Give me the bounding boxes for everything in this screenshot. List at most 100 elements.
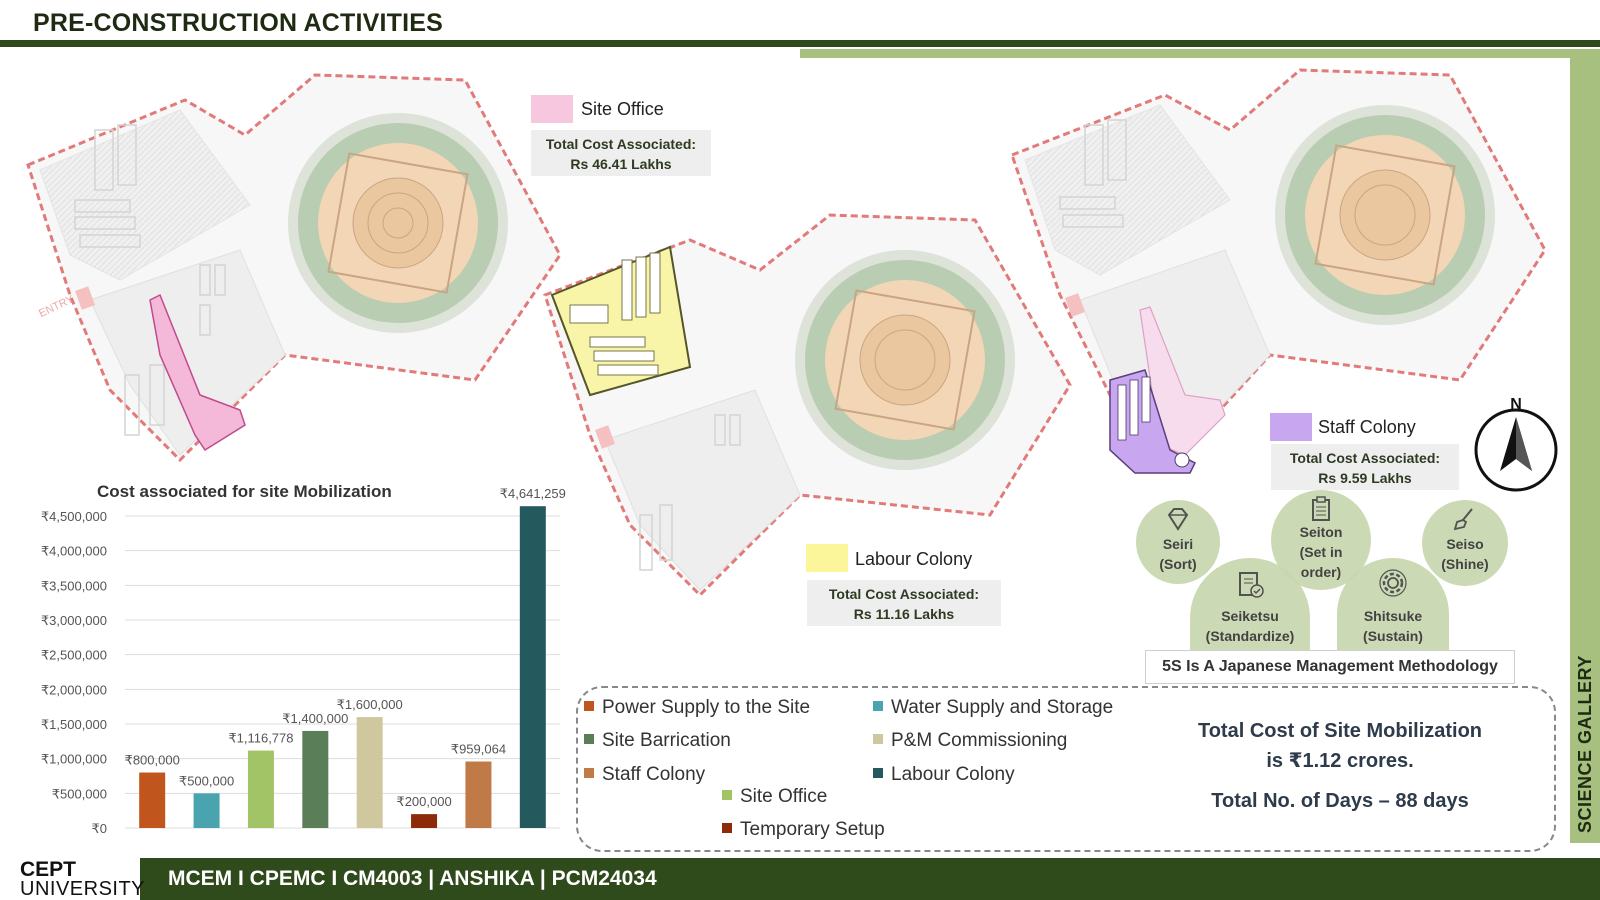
site-plan-drawings: ENTRY xyxy=(26,68,1547,598)
y-tick-label: ₹2,500,000 xyxy=(41,648,107,663)
bar xyxy=(356,717,383,828)
labour-colony-cost-label: Total Cost Associated: xyxy=(828,586,980,602)
legend-item: Staff Colony xyxy=(584,764,705,786)
y-tick-label: ₹4,500,000 xyxy=(41,509,107,524)
seiketsu-title: Seiketsu xyxy=(1221,608,1279,624)
five-s-shitsuke: Shitsuke (Sustain) xyxy=(1337,558,1449,658)
cost-bar-chart: ₹0₹500,000₹1,000,000₹1,500,000₹2,000,000… xyxy=(41,488,566,836)
bar xyxy=(193,793,220,828)
y-tick-label: ₹3,000,000 xyxy=(41,613,107,628)
plan-labour-colony xyxy=(543,213,1072,598)
labour-colony-cost-value: Rs 11.16 Lakhs xyxy=(853,606,955,622)
bar-data-label: ₹1,600,000 xyxy=(337,697,403,712)
legend-item: Temporary Setup xyxy=(722,819,885,841)
seiri-title: Seiri xyxy=(1162,536,1194,552)
bar xyxy=(519,506,546,828)
total-days: Total No. of Days – 88 days xyxy=(1211,790,1469,812)
header-bar xyxy=(0,40,1600,47)
bar-data-label: ₹500,000 xyxy=(179,773,234,788)
total-cost: Total Cost of Site Mobilization is ₹1.12… xyxy=(1175,716,1505,776)
legend-item: Water Supply and Storage xyxy=(873,697,1113,719)
legend-swatch xyxy=(873,767,883,778)
shitsuke-subtitle: (Sustain) xyxy=(1363,628,1423,644)
legend-label: Temporary Setup xyxy=(740,819,885,840)
legend-label: Labour Colony xyxy=(891,764,1015,785)
legend-swatch xyxy=(584,700,594,711)
legend-label: P&M Commissioning xyxy=(891,730,1068,751)
five-s-seiri: Seiri (Sort) xyxy=(1136,500,1220,584)
bar-data-label: ₹1,400,000 xyxy=(282,711,348,726)
legend-label: Water Supply and Storage xyxy=(891,697,1114,718)
staff-colony-cost: Total Cost Associated: Rs 9.59 Lakhs xyxy=(1271,444,1459,490)
bar xyxy=(139,772,166,828)
total-cost-line1: Total Cost of Site Mobilization xyxy=(1197,720,1483,742)
diamond-icon xyxy=(1167,508,1189,531)
five-s-seiso: Seiso (Shine) xyxy=(1422,500,1508,586)
compass-north-label: N xyxy=(1510,396,1522,413)
bar xyxy=(465,761,492,828)
bar xyxy=(247,750,274,828)
staff-colony-cost-value: Rs 9.59 Lakhs xyxy=(1318,470,1412,486)
five-s-seiketsu: Seiketsu (Standardize) xyxy=(1190,558,1310,658)
labour-colony-cost: Total Cost Associated: Rs 11.16 Lakhs xyxy=(807,580,1001,626)
footer-text: MCEM I CPEMC I CM4003 | ANSHIKA | PCM240… xyxy=(168,867,657,890)
footer-logo-area xyxy=(0,858,140,900)
bar xyxy=(411,814,438,828)
legend-label: Power Supply to the Site xyxy=(602,697,811,718)
bar-data-label: ₹800,000 xyxy=(125,753,180,768)
seiketsu-subtitle: (Standardize) xyxy=(1205,628,1295,644)
legend-swatch xyxy=(584,733,594,744)
page-title: PRE-CONSTRUCTION ACTIVITIES xyxy=(33,9,444,37)
plan-site-office: ENTRY xyxy=(26,73,562,463)
broom-icon xyxy=(1453,508,1473,531)
labour-colony-swatch xyxy=(806,544,848,572)
total-cost-line2: is ₹1.12 crores. xyxy=(1266,750,1414,772)
legend-swatch xyxy=(722,822,732,833)
site-office-cost-label: Total Cost Associated: xyxy=(545,136,697,152)
y-tick-label: ₹4,000,000 xyxy=(41,544,107,559)
seiton-subtitle-2: order) xyxy=(1300,564,1342,580)
sidebar-label: SCIENCE GALLERY xyxy=(1575,655,1595,833)
staff-colony-swatch xyxy=(1270,413,1312,441)
gear-icon xyxy=(1379,569,1407,597)
plan-staff-colony xyxy=(1010,68,1547,474)
seiri-subtitle: (Sort) xyxy=(1159,556,1197,572)
legend-swatch xyxy=(722,789,732,800)
legend-swatch xyxy=(873,733,883,744)
bar xyxy=(302,730,329,828)
logo-cept: CEPT xyxy=(20,858,77,881)
y-tick-label: ₹3,500,000 xyxy=(41,578,107,593)
legend-swatch xyxy=(873,700,883,711)
legend-label: Site Barrication xyxy=(602,730,731,751)
sidebar-band xyxy=(1570,58,1600,843)
seiton-subtitle: (Set in xyxy=(1299,544,1343,560)
logo-university: UNIVERSITY xyxy=(20,878,146,900)
site-office-cost: Total Cost Associated: Rs 46.41 Lakhs xyxy=(531,130,711,176)
legend-item: Site Office xyxy=(722,786,827,808)
labour-colony-label: Labour Colony xyxy=(855,549,973,569)
north-compass-icon: N xyxy=(1474,396,1558,492)
staff-colony-label: Staff Colony xyxy=(1318,417,1416,437)
clipboard-icon xyxy=(1312,496,1330,521)
legend-item: Labour Colony xyxy=(873,764,1015,786)
footer-bar xyxy=(0,858,1600,900)
legend-item: P&M Commissioning xyxy=(873,730,1067,752)
legend-label: Staff Colony xyxy=(602,764,706,785)
entry-label: ENTRY xyxy=(37,293,76,320)
bar-data-label: ₹4,641,259 xyxy=(500,488,566,501)
chart-title: Cost associated for site Mobilization xyxy=(97,482,392,501)
bar-data-label: ₹200,000 xyxy=(396,794,451,809)
legend-box xyxy=(576,686,1556,852)
y-tick-label: ₹0 xyxy=(91,821,107,836)
legend-label: Site Office xyxy=(740,786,828,807)
site-office-label: Site Office xyxy=(581,99,664,119)
y-tick-label: ₹1,500,000 xyxy=(41,717,107,732)
y-tick-label: ₹500,000 xyxy=(52,786,107,801)
legend-item: Power Supply to the Site xyxy=(584,697,810,719)
checklist-icon xyxy=(1239,572,1264,598)
bar-data-label: ₹959,064 xyxy=(451,742,506,757)
staff-colony-cost-label: Total Cost Associated: xyxy=(1289,450,1441,466)
site-office-cost-value: Rs 46.41 Lakhs xyxy=(570,156,672,172)
accent-strip xyxy=(800,49,1600,58)
seiso-title: Seiso xyxy=(1446,536,1484,552)
